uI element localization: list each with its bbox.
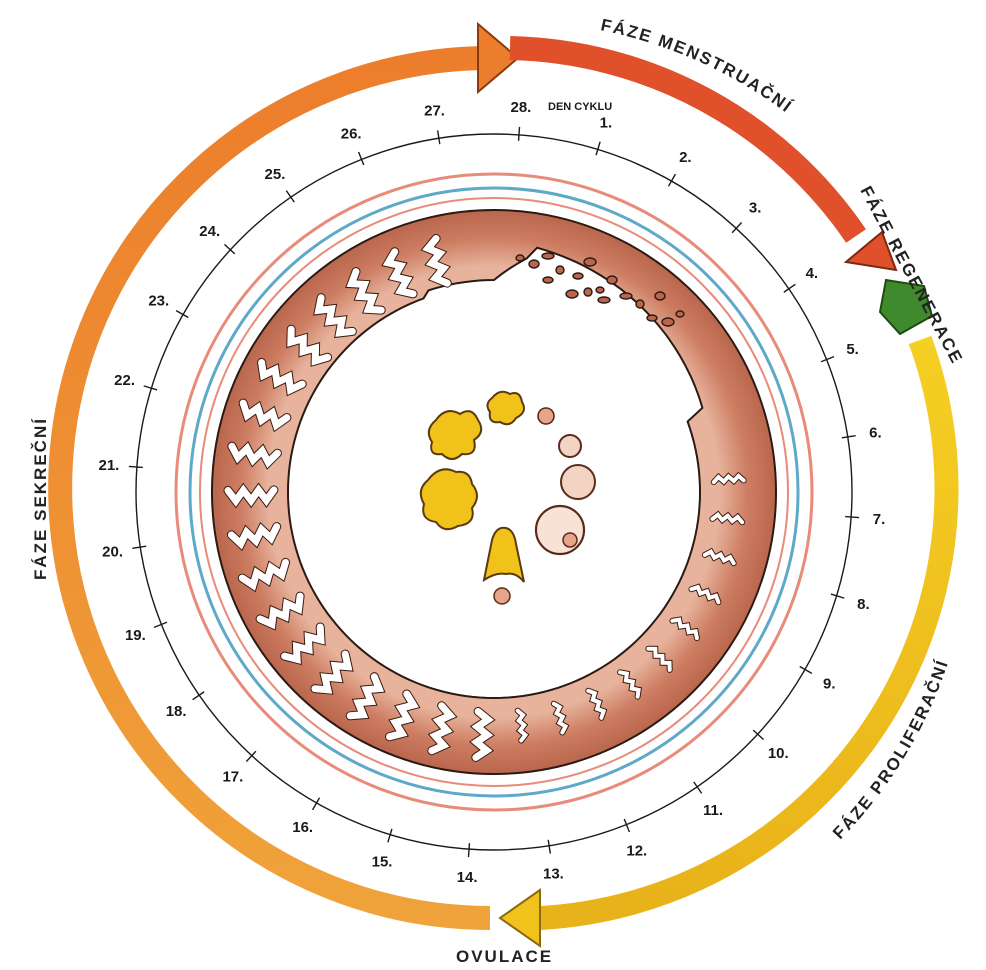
menstrual-arc bbox=[510, 48, 856, 236]
day-label-8: 8. bbox=[857, 596, 870, 613]
tissue-fragment bbox=[529, 260, 539, 268]
day-label-5: 5. bbox=[846, 341, 859, 358]
day-tick-14 bbox=[468, 843, 469, 857]
tissue-fragment bbox=[516, 255, 524, 261]
ovarian-cycle-center bbox=[421, 392, 595, 604]
day-label-24: 24. bbox=[199, 223, 220, 240]
day-label-22: 22. bbox=[114, 372, 135, 389]
tissue-fragment bbox=[676, 311, 684, 317]
graafian-oocyte bbox=[563, 533, 577, 547]
tissue-fragment bbox=[662, 318, 674, 326]
day-tick-6 bbox=[842, 436, 856, 438]
day-label-19: 19. bbox=[125, 627, 146, 644]
tissue-fragment bbox=[556, 266, 564, 274]
day-label-1: 1. bbox=[600, 115, 613, 132]
day-label-27: 27. bbox=[424, 103, 445, 120]
day-label-11: 11. bbox=[703, 802, 723, 819]
day-label-10: 10. bbox=[768, 745, 789, 762]
corpus-luteum-3 bbox=[421, 469, 477, 529]
ovulation-arrowhead bbox=[500, 890, 540, 946]
day-label-25: 25. bbox=[265, 166, 286, 183]
tissue-fragment bbox=[655, 292, 665, 300]
tissue-fragment bbox=[647, 315, 657, 321]
graafian-follicle bbox=[536, 506, 584, 554]
day-tick-27 bbox=[438, 130, 440, 144]
day-label-15: 15. bbox=[372, 853, 393, 870]
day-label-7: 7. bbox=[873, 511, 886, 528]
corpus-luteum-2 bbox=[487, 392, 524, 425]
tissue-fragment bbox=[566, 290, 578, 298]
phase-arcs bbox=[60, 24, 946, 946]
cycle-day-label: DEN CYKLU bbox=[548, 101, 612, 113]
day-label-28: 28. bbox=[510, 99, 531, 116]
day-label-21: 21. bbox=[99, 457, 120, 474]
day-label-6: 6. bbox=[869, 425, 882, 442]
tissue-fragment bbox=[584, 258, 596, 266]
day-label-14: 14. bbox=[457, 869, 478, 886]
tertiary-follicle bbox=[561, 465, 595, 499]
secondary-follicle bbox=[559, 435, 581, 457]
day-label-13: 13. bbox=[543, 865, 564, 882]
secretory-phase-label: FÁZE SEKREČNÍ bbox=[31, 417, 50, 580]
day-label-17: 17. bbox=[222, 768, 243, 785]
day-tick-20 bbox=[132, 546, 146, 548]
tissue-fragment bbox=[596, 287, 604, 293]
regeneration-phase-label: FÁZE REGENERACE bbox=[856, 183, 966, 368]
tissue-fragment bbox=[542, 253, 554, 259]
day-label-26: 26. bbox=[341, 125, 362, 142]
tissue-fragment bbox=[584, 288, 592, 296]
tissue-fragment bbox=[620, 293, 632, 299]
day-tick-21 bbox=[129, 466, 143, 467]
day-label-16: 16. bbox=[292, 819, 313, 836]
released-oocyte bbox=[494, 588, 510, 604]
day-label-18: 18. bbox=[166, 703, 187, 720]
ruptured-follicle bbox=[484, 528, 524, 582]
day-label-23: 23. bbox=[148, 293, 169, 310]
corpus-luteum-1 bbox=[429, 411, 481, 459]
primary-follicle bbox=[538, 408, 554, 424]
tissue-fragment bbox=[607, 276, 617, 284]
day-label-2: 2. bbox=[679, 149, 692, 166]
tissue-fragment bbox=[573, 273, 583, 279]
tissue-fragment bbox=[543, 277, 553, 283]
day-tick-13 bbox=[548, 840, 550, 854]
day-label-20: 20. bbox=[102, 543, 123, 560]
tissue-fragment bbox=[598, 297, 610, 303]
tissue-fragment bbox=[636, 300, 644, 308]
endometrium-ring bbox=[212, 210, 776, 774]
day-label-12: 12. bbox=[626, 843, 647, 860]
day-label-3: 3. bbox=[749, 200, 762, 217]
day-tick-7 bbox=[845, 517, 859, 518]
day-label-9: 9. bbox=[823, 675, 836, 692]
day-tick-28 bbox=[519, 127, 520, 141]
ovulation-label: OVULACE bbox=[456, 947, 553, 966]
day-label-4: 4. bbox=[806, 265, 819, 282]
